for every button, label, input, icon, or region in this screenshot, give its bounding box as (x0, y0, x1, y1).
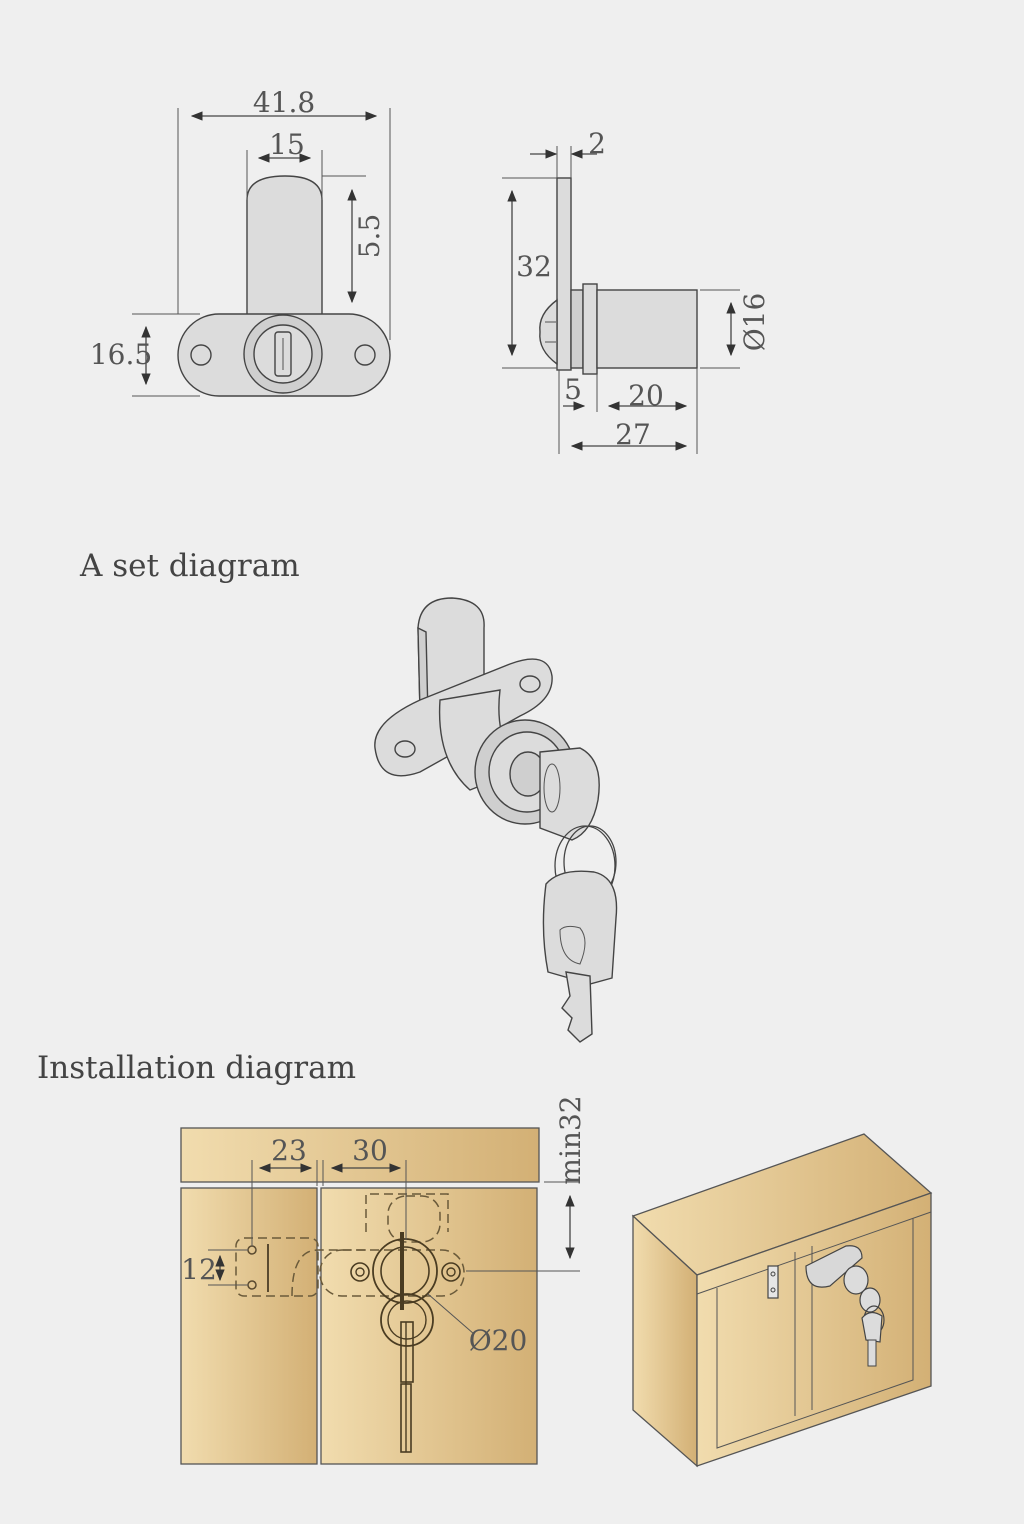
iso-hole-left (394, 740, 416, 758)
dashed-cam (365, 1193, 449, 1232)
installation-diagram-heading: Installation diagram (37, 1050, 357, 1086)
cabinet-striker (767, 1265, 779, 1299)
side-view: 2 32 Ø16 5 20 27 (502, 127, 771, 454)
dim-cam-length: 32 (516, 250, 552, 283)
dim-diameter: Ø16 (738, 293, 771, 352)
dim-width: 41.8 (253, 86, 315, 119)
cabinet-lock (805, 1245, 863, 1288)
cabinet-front (696, 1192, 932, 1467)
left-door (180, 1187, 318, 1465)
cabinet-illustration (631, 1133, 933, 1468)
cylinder-body (596, 289, 698, 369)
dim-plate-thickness: 2 (588, 127, 606, 160)
dim-total: 27 (615, 418, 651, 451)
front-view: 41.8 15 5.5 16.5 (90, 86, 391, 397)
dim-hole-gap: 12 (181, 1253, 217, 1286)
screw-hole-left (190, 344, 212, 366)
dim-body: 20 (628, 379, 664, 412)
iso-key-blade (561, 971, 593, 1043)
collar-a (570, 289, 584, 369)
right-door (320, 1187, 538, 1465)
dim-cam-height: 5.5 (353, 214, 386, 259)
dim-offset-a: 23 (271, 1134, 307, 1167)
dim-hole-diameter: Ø20 (469, 1324, 528, 1357)
screw-hole-right (354, 344, 376, 366)
cam-plate-side (556, 177, 572, 371)
top-board (180, 1127, 540, 1183)
dashed-striker (235, 1237, 319, 1297)
dim-min-clearance: min32 (554, 1095, 587, 1184)
key-ring-front (380, 1293, 434, 1347)
dim-collar: 5 (564, 373, 582, 406)
lock-set-illustration (374, 597, 618, 1043)
iso-hole-right (519, 675, 541, 693)
dim-flange-height: 16.5 (90, 338, 152, 371)
dim-offset-b: 30 (352, 1134, 388, 1167)
installation-front: 23 30 12 min32 Ø20 (180, 1095, 587, 1465)
collar-b (582, 283, 598, 375)
dim-cam-width: 15 (269, 128, 305, 161)
lock-hole (372, 1238, 438, 1304)
set-diagram-heading: A set diagram (80, 548, 300, 584)
cam-plate (246, 175, 323, 317)
screw-head (539, 298, 558, 366)
iso-key-inserted (539, 747, 600, 841)
